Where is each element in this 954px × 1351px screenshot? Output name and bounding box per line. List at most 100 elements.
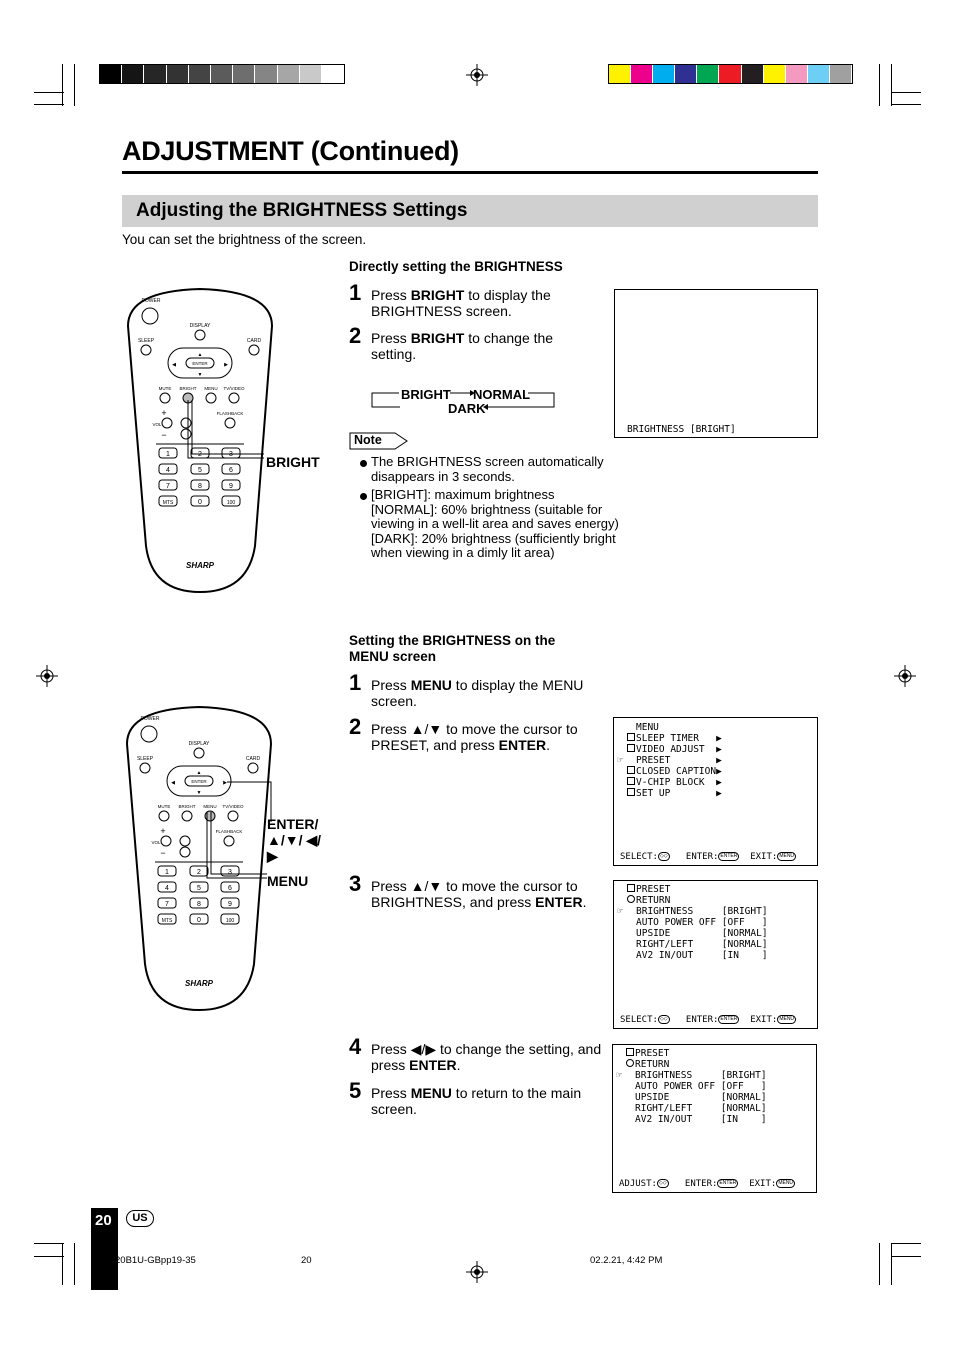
osd-row: MENU — [636, 722, 659, 733]
adjust-chip-icon: ◇◇ — [656, 1179, 669, 1188]
number-key-label: 6 — [229, 467, 233, 474]
mute-button — [159, 392, 171, 404]
osd-row: AV2 IN/OUT [IN ] — [636, 950, 768, 961]
color-swatch — [100, 65, 123, 83]
file-name: 20B1U-GBpp19-35 — [115, 1255, 196, 1266]
color-swatch — [210, 65, 234, 83]
power-button — [140, 725, 158, 743]
osd-row: PRESET — [636, 884, 671, 895]
number-key — [158, 447, 178, 459]
crop-mark — [891, 1243, 921, 1244]
number-key — [221, 463, 241, 475]
step-number: 2 — [349, 714, 362, 739]
osd-row: BRIGHTNESS [BRIGHT] — [635, 1070, 767, 1081]
crop-mark — [34, 104, 64, 105]
left-arrow-icon: ◀ — [171, 780, 175, 786]
grayscale-bar — [99, 64, 345, 84]
print-date: 02.2.21, 4:42 PM — [590, 1255, 663, 1266]
enter-button — [184, 775, 214, 787]
vol-plus-icon: + — [161, 408, 166, 418]
number-key-label: 7 — [165, 901, 169, 908]
display-button — [193, 747, 205, 759]
hand-cursor-icon: ☞ — [617, 755, 624, 766]
bright-label: BRIGHT — [179, 386, 196, 391]
note-item: The BRIGHTNESS screen automatically disa… — [371, 454, 604, 484]
select-chip-icon: ◇◇ — [657, 1015, 670, 1024]
menu-label: MENU — [203, 804, 216, 809]
step-text: Press MENU to return to the main screen. — [371, 1085, 582, 1117]
number-key-label: 2 — [197, 869, 201, 876]
step-number: 1 — [349, 670, 362, 695]
number-key-label: 0 — [198, 499, 202, 506]
preset-screen: PRESET RETURN BRIGHTNESS [BRIGHT] AUTO P… — [613, 880, 818, 1029]
card-label: CARD — [247, 338, 262, 344]
number-key — [189, 897, 209, 909]
bright-callout-line — [187, 400, 264, 459]
color-swatch — [188, 65, 211, 83]
mute-button — [158, 810, 170, 822]
menu-item-icon — [627, 788, 635, 796]
sleep-label: SLEEP — [137, 756, 154, 762]
tvvideo-button — [228, 392, 240, 404]
process-color-bar — [608, 64, 853, 84]
color-swatch — [166, 65, 189, 83]
vol-button — [160, 835, 172, 847]
osd-row: UPSIDE [NORMAL] — [636, 928, 768, 939]
number-key-label: 3 — [228, 869, 232, 876]
power-button — [141, 307, 159, 325]
step-text: Press ▲/▼ to move the cursor to PRESET, … — [371, 721, 578, 753]
number-key — [158, 479, 178, 491]
color-swatch — [277, 65, 300, 83]
direct-heading: Directly setting the BRIGHTNESS — [349, 259, 563, 274]
osd-row: UPSIDE [NORMAL] — [635, 1092, 767, 1103]
osd-row: V-CHIP BLOCK ▶ — [636, 777, 722, 788]
number-key — [157, 881, 177, 893]
enter-label: ENTER — [191, 779, 207, 784]
page-number-box: 20 — [91, 1208, 118, 1290]
number-key-label: 7 — [166, 483, 170, 490]
tvvideo-label: TV/VIDEO — [223, 386, 245, 391]
ch-up-button — [179, 835, 191, 847]
crop-mark — [74, 64, 75, 106]
display-label: DISPLAY — [190, 323, 211, 329]
region-badge: US — [126, 1210, 154, 1227]
sleep-button — [139, 762, 151, 774]
osd-row: RIGHT/LEFT [NORMAL] — [636, 939, 768, 950]
sheet-number: 20 — [301, 1255, 312, 1266]
menu-item-icon — [627, 766, 635, 774]
number-key-label: 0 — [197, 917, 201, 924]
crop-mark — [891, 1256, 921, 1257]
vol-label: VOL — [152, 422, 162, 427]
card-button — [248, 344, 260, 356]
crop-mark — [74, 1243, 75, 1285]
tvvideo-label: TV/VIDEO — [222, 804, 244, 809]
flashback-label: FLASHBACK — [217, 411, 244, 416]
up-arrow-icon: ▲ — [198, 352, 203, 358]
osd-row: BRIGHTNESS [BRIGHT] — [636, 906, 768, 917]
adjust-screen: PRESET RETURN BRIGHTNESS [BRIGHT] AUTO P… — [612, 1044, 817, 1193]
color-swatch — [807, 65, 830, 83]
flashback-button — [224, 417, 236, 429]
osd-row: AV2 IN/OUT [IN ] — [635, 1114, 767, 1125]
flashback-label: FLASHBACK — [216, 829, 243, 834]
osd-row: AUTO POWER OFF [OFF ] — [635, 1081, 767, 1092]
bright-cycle-diagram — [371, 390, 555, 410]
enter-label: ENTER — [192, 361, 208, 366]
number-key — [157, 865, 177, 877]
osd-row: SLEEP TIMER ▶ — [636, 733, 722, 744]
ch-down-button — [179, 846, 191, 858]
bright-button-label: BRIGHT — [266, 454, 320, 470]
color-swatch — [321, 65, 345, 83]
number-key-label: 1 — [165, 869, 169, 876]
card-button — [247, 762, 259, 774]
number-key-label: 9 — [229, 483, 233, 490]
bright-label: BRIGHT — [178, 804, 195, 809]
osd-row: RETURN — [635, 1059, 670, 1070]
color-swatch — [609, 65, 632, 83]
color-swatch — [653, 65, 676, 83]
osd-row: CLOSED CAPTION▶ — [636, 766, 722, 777]
number-key — [220, 913, 240, 925]
crop-mark — [879, 1243, 880, 1285]
bright-button — [181, 810, 193, 822]
step-number: 1 — [349, 280, 362, 305]
